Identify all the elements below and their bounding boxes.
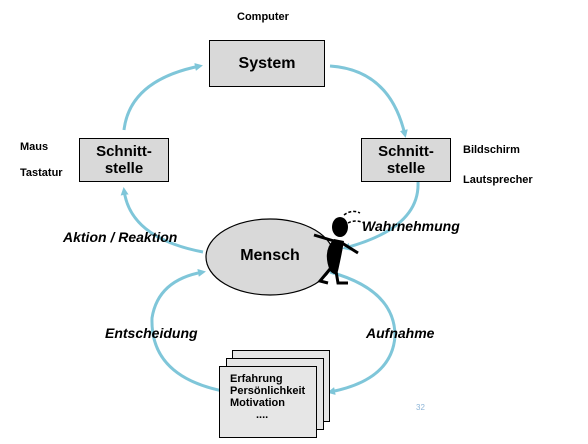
card-line-persoenlichkeit: Persönlichkeit <box>230 385 306 397</box>
right-interface-box: Schnitt- stelle <box>361 138 451 182</box>
arrow-mensch-to-left <box>120 187 204 254</box>
right-interface-line2: stelle <box>386 160 426 177</box>
computer-label: Computer <box>237 11 289 23</box>
left-interface-line2: stelle <box>104 160 144 177</box>
card-line-erfahrung: Erfahrung <box>230 373 283 385</box>
arrow-system-to-right <box>329 64 408 138</box>
label-aktion-reaktion: Aktion / Reaktion <box>63 229 178 245</box>
arrow-mensch-to-cards <box>327 270 397 395</box>
label-entscheidung: Entscheidung <box>105 325 198 341</box>
right-interface-line1: Schnitt- <box>378 143 434 160</box>
card-front: Erfahrung Persönlichkeit Motivation .... <box>219 366 317 438</box>
card-line-ellipsis: .... <box>256 409 269 421</box>
system-box: System <box>209 40 325 87</box>
system-box-label: System <box>238 54 296 72</box>
arrow-left-to-system <box>122 63 203 131</box>
label-aufnahme: Aufnahme <box>366 325 435 341</box>
card-line-motivation: Motivation <box>230 397 285 409</box>
mensch-label: Mensch <box>240 247 300 264</box>
person-figure-icon <box>313 210 365 285</box>
left-interface-line1: Schnitt- <box>96 143 152 160</box>
page-number: 32 <box>416 403 425 412</box>
device-bildschirm: Bildschirm <box>463 144 520 156</box>
left-interface-box: Schnitt- stelle <box>79 138 169 182</box>
device-maus: Maus <box>20 141 49 153</box>
label-wahrnehmung: Wahrnehmung <box>362 218 460 234</box>
arrow-cards-to-mensch <box>150 268 229 394</box>
device-lautsprecher: Lautsprecher <box>463 174 533 186</box>
device-tastatur: Tastatur <box>20 167 63 179</box>
arrow-right-to-mensch <box>342 181 420 251</box>
